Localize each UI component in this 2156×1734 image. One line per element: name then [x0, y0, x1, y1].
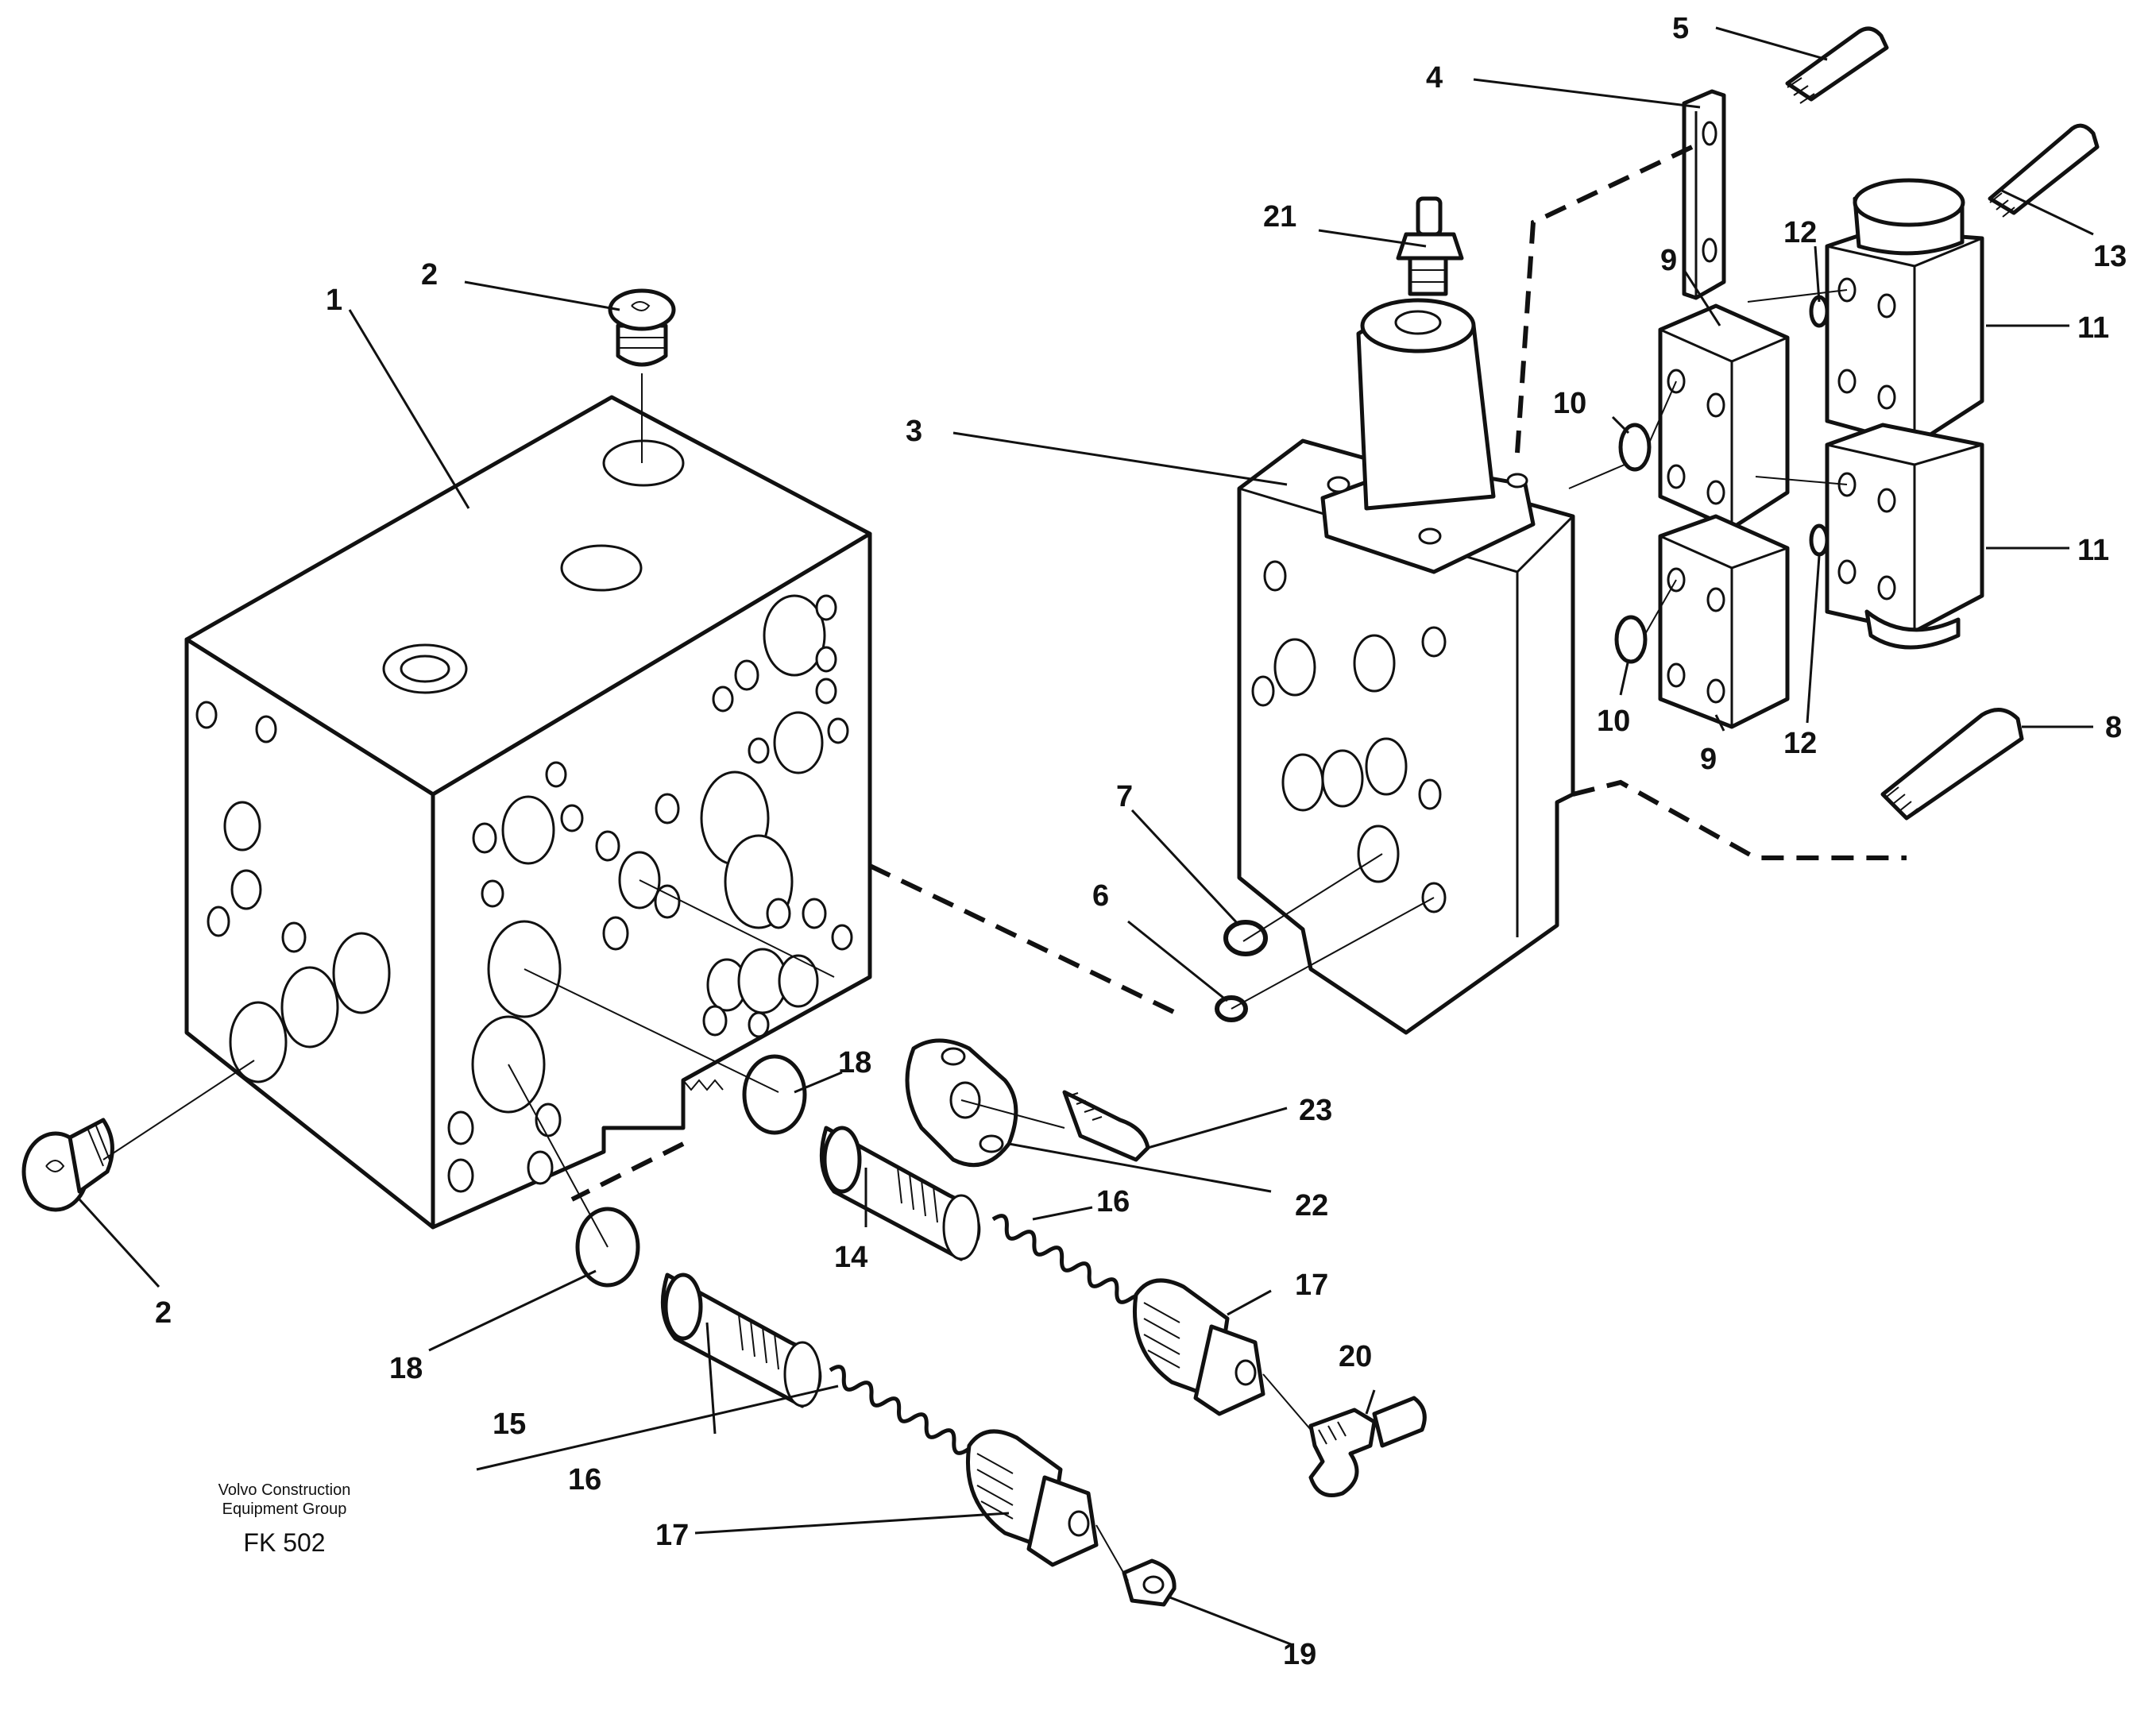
callout-21: 21: [1263, 200, 1296, 234]
callout-22: 22: [1295, 1189, 1328, 1222]
part-bolt-13: [1988, 123, 2100, 218]
part-elbow-fitting-20: [1308, 1396, 1427, 1497]
alignment-lines: [102, 289, 1848, 1581]
part-flange-22: [905, 1038, 1018, 1168]
part-sleeve-15: [660, 1273, 822, 1408]
callout-18: 18: [389, 1352, 423, 1385]
credit-group: Equipment Group: [222, 1500, 347, 1518]
part-pressure-port: [1396, 196, 1464, 296]
callout-9: 9: [1700, 743, 1717, 776]
callout-1: 1: [326, 284, 342, 317]
part-bolt-8: [1880, 708, 2024, 821]
callout-17: 17: [655, 1519, 689, 1552]
part-plug-bottom: [21, 1118, 114, 1212]
callout-3: 3: [906, 415, 922, 448]
credit-company: Volvo Construction: [218, 1481, 351, 1499]
part-spacer-block-lower: [1658, 514, 1790, 729]
part-relief-valve-lower: [965, 1429, 1099, 1567]
part-cap-19: [1122, 1558, 1177, 1607]
callout-labels: 1 2 2 3 4 5 6 7 8 9 9 10 10 11 11 12 12 …: [155, 12, 2127, 1671]
part-spring-lower: [829, 1365, 984, 1458]
callout-14: 14: [834, 1241, 867, 1274]
part-screw-23: [1062, 1090, 1150, 1162]
part-solenoid-upper: [1825, 178, 1984, 447]
callout-12: 12: [1783, 727, 1817, 760]
callout-10: 10: [1597, 705, 1630, 738]
callout-2: 2: [421, 258, 438, 292]
part-o-rings: [575, 295, 1830, 1288]
callout-12: 12: [1783, 216, 1817, 249]
callout-11: 11: [2077, 534, 2109, 567]
part-pilot-valve-block: [1237, 298, 1575, 1035]
callout-6: 6: [1092, 879, 1109, 913]
callout-18: 18: [838, 1046, 871, 1079]
callout-4: 4: [1426, 61, 1443, 95]
leader-lines: [78, 26, 2094, 1646]
callout-23: 23: [1299, 1094, 1332, 1127]
callout-11: 11: [2077, 311, 2109, 345]
part-solenoid-lower: [1825, 423, 1984, 650]
callout-9: 9: [1660, 244, 1677, 277]
callout-15: 15: [493, 1408, 526, 1441]
callout-16: 16: [1096, 1185, 1130, 1218]
callout-7: 7: [1116, 780, 1133, 813]
callout-5: 5: [1672, 12, 1689, 45]
callout-20: 20: [1339, 1340, 1372, 1373]
callout-13: 13: [2093, 240, 2127, 273]
callout-19: 19: [1283, 1638, 1316, 1671]
part-relief-valve-upper: [1132, 1278, 1265, 1416]
part-bolt-5: [1785, 26, 1889, 104]
callout-2: 2: [155, 1296, 172, 1330]
callout-17: 17: [1295, 1269, 1328, 1302]
part-spacer-block-upper: [1658, 303, 1790, 531]
part-plug-top: [608, 288, 676, 367]
callout-10: 10: [1553, 387, 1586, 420]
figure-code: FK 502: [243, 1528, 325, 1557]
callout-8: 8: [2105, 711, 2122, 744]
part-spring-upper: [991, 1214, 1160, 1320]
assembly-dashed-lines: [570, 145, 1907, 1202]
callout-16: 16: [568, 1463, 601, 1496]
part-main-valve-block: [184, 395, 872, 1230]
part-bracket: [1682, 89, 1726, 300]
part-sleeve-14: [819, 1126, 981, 1261]
credit-block: Volvo Construction Equipment Group FK 50…: [218, 1481, 351, 1557]
